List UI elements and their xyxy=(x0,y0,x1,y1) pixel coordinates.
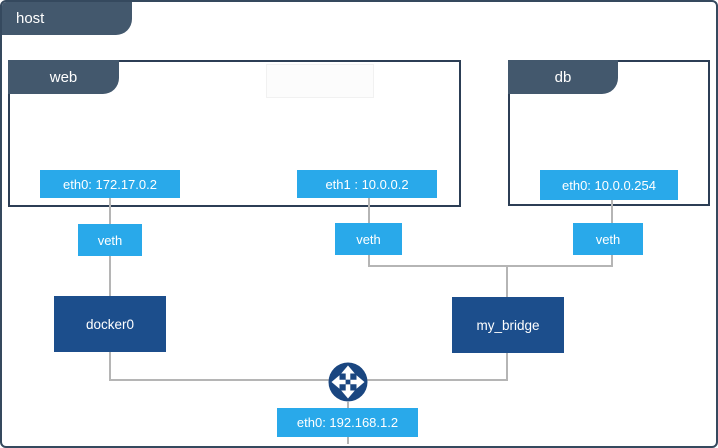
container-label-web: web xyxy=(49,68,78,86)
host-tab: host xyxy=(2,2,132,35)
veth-box-3: veth xyxy=(573,223,643,255)
faint-box xyxy=(266,64,374,98)
connector-line xyxy=(366,379,508,381)
connector-line xyxy=(109,352,111,381)
connector-line xyxy=(368,255,370,267)
interface-label-db-eth0: eth0: 10.0.0.254 xyxy=(540,170,678,200)
container-tab-web: web xyxy=(8,60,119,94)
connector-line xyxy=(347,402,349,408)
bridge-docker0: docker0 xyxy=(54,296,166,352)
connector-line xyxy=(368,265,613,267)
container-label-db: db xyxy=(554,68,572,86)
host-label: host xyxy=(16,10,45,27)
bridge-my-bridge: my_bridge xyxy=(452,297,564,353)
connector-line xyxy=(611,200,613,223)
connector-line xyxy=(109,379,331,381)
interface-label-web-eth1: eth1 : 10.0.0.2 xyxy=(297,170,437,198)
connector-line xyxy=(347,437,349,444)
connector-line xyxy=(109,198,111,224)
cross-arrows-icon xyxy=(328,362,368,402)
connector-line xyxy=(109,256,111,296)
connector-line xyxy=(611,255,613,267)
connector-line xyxy=(506,265,508,297)
interface-label-web-eth0: eth0: 172.17.0.2 xyxy=(40,170,180,198)
connector-line xyxy=(506,353,508,381)
veth-box-2: veth xyxy=(335,223,402,255)
veth-box-1: veth xyxy=(78,224,142,256)
container-tab-db: db xyxy=(508,60,618,94)
interface-label-host-eth0: eth0: 192.168.1.2 xyxy=(277,408,418,437)
connector-line xyxy=(368,198,370,223)
